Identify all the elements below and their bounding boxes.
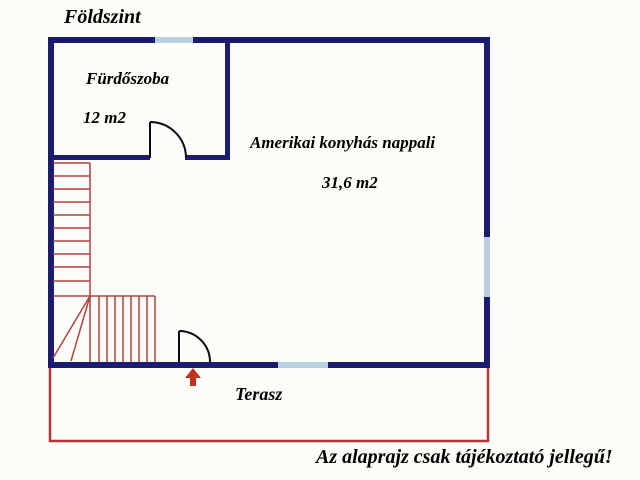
wall-bottom: [48, 362, 490, 368]
bathroom-door-swing-arc: [149, 121, 187, 159]
entry-door: [178, 330, 211, 363]
staircase: [52, 162, 156, 362]
living-room-label: Amerikai konyhás nappali: [250, 133, 436, 152]
window-bottom: [278, 362, 328, 368]
entry-door-swing-arc: [178, 330, 211, 363]
windows: [155, 37, 490, 368]
wall-bathroom-bottom-right: [185, 155, 225, 160]
terrace-outline: [48, 368, 490, 443]
disclaimer-text: Az alaprajz csak tájékoztató jellegű!: [316, 446, 613, 468]
bathroom-area-label: 12 m2: [83, 108, 126, 127]
bathroom-door: [149, 121, 187, 159]
bathroom-room-label: Fürdőszoba: [86, 69, 170, 88]
wall-top: [48, 37, 490, 43]
living-area-label: 31,6 m2: [322, 173, 378, 192]
wall-bathroom-bottom-left: [53, 155, 150, 160]
window-right: [484, 237, 490, 297]
window-top: [155, 37, 193, 43]
wall-bathroom-right: [225, 42, 230, 160]
entry-arrow-icon: [185, 368, 201, 386]
wall-right: [484, 37, 490, 368]
floor-title: Földszint: [64, 6, 141, 28]
terrace-room-label: Terasz: [235, 384, 283, 404]
wall-left: [48, 37, 54, 368]
outer-walls: [48, 37, 490, 368]
interior-walls: [53, 42, 230, 160]
